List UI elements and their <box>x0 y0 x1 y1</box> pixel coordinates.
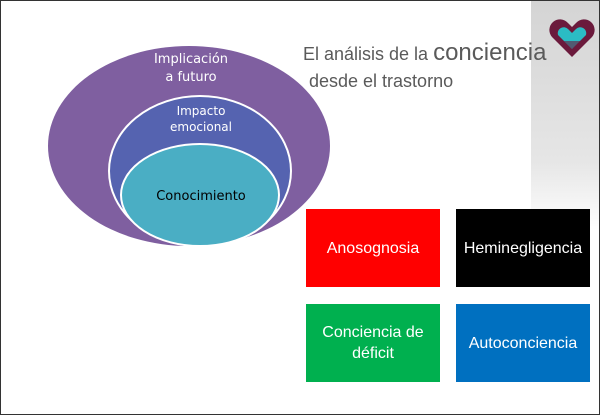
box-anosognosia: Anosognosia <box>306 209 440 287</box>
middle-label-1: Impacto <box>177 104 226 118</box>
box-label: Autoconciencia <box>468 334 578 352</box>
box-conciencia-deficit: Conciencia de déficit <box>306 304 440 382</box>
slide-subtitle: desde el trastorno <box>309 71 454 91</box>
outer-label-1: Implicación <box>154 52 228 67</box>
middle-label-2: emocional <box>170 120 232 134</box>
box-label: Anosognosia <box>326 239 420 257</box>
box-heminegligencia: Heminegligencia <box>456 209 590 287</box>
outer-label-2: a futuro <box>165 70 216 85</box>
inner-ellipse <box>120 143 280 247</box>
slide-title: El análisis de la conciencia <box>303 39 546 67</box>
title-part1: El análisis de la <box>303 44 434 64</box>
title-part2: conciencia <box>433 39 547 66</box>
box-label: Heminegligencia <box>463 239 583 257</box>
nested-venn-diagram: Implicación a futuro Impacto emocional C… <box>48 46 330 247</box>
box-label: Conciencia de déficit <box>322 324 424 362</box>
inner-label: Conocimiento <box>156 189 246 204</box>
heart-logo-icon <box>549 19 595 57</box>
box-autoconciencia: Autoconciencia <box>456 304 590 382</box>
